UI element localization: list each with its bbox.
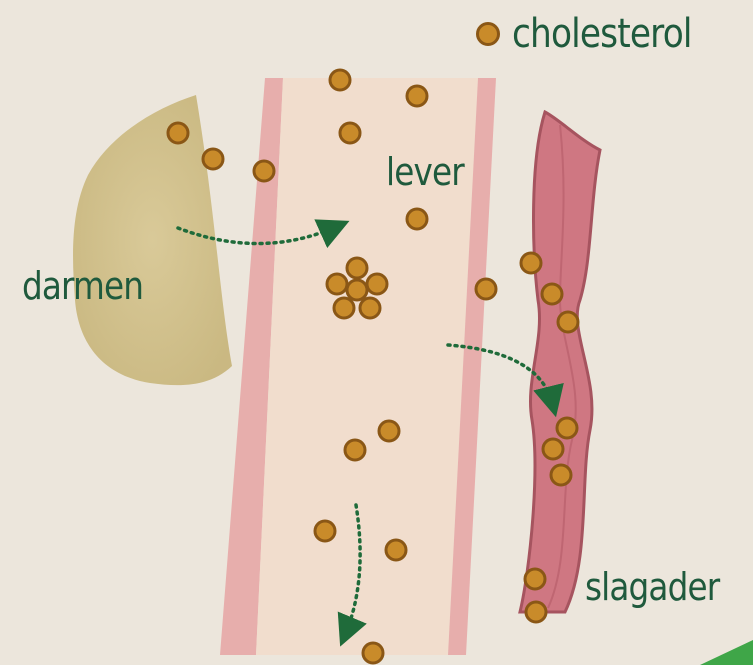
cholesterol-dot bbox=[367, 274, 387, 294]
lever-label: lever bbox=[386, 150, 464, 194]
cholesterol-dot bbox=[347, 280, 367, 300]
cholesterol-dot bbox=[407, 86, 427, 106]
cholesterol-dot bbox=[168, 123, 188, 143]
cholesterol-dot bbox=[379, 421, 399, 441]
cholesterol-dot bbox=[542, 284, 562, 304]
legend-label: cholesterol bbox=[512, 11, 692, 57]
cholesterol-dot bbox=[254, 161, 274, 181]
cholesterol-dot bbox=[330, 70, 350, 90]
cholesterol-dot-icon bbox=[476, 22, 500, 46]
cholesterol-dot bbox=[360, 298, 380, 318]
cholesterol-dot bbox=[557, 418, 577, 438]
cholesterol-dot bbox=[340, 123, 360, 143]
cholesterol-dot bbox=[386, 540, 406, 560]
cholesterol-dot bbox=[551, 465, 571, 485]
cholesterol-dot bbox=[363, 643, 383, 663]
cholesterol-dot bbox=[476, 279, 496, 299]
cholesterol-dot bbox=[521, 253, 541, 273]
cholesterol-dot bbox=[203, 149, 223, 169]
slagader-label: slagader bbox=[585, 565, 719, 609]
cholesterol-dot bbox=[543, 439, 563, 459]
cholesterol-dot bbox=[334, 298, 354, 318]
corner-accent bbox=[700, 640, 753, 665]
artery-shape bbox=[520, 112, 600, 612]
cholesterol-dot bbox=[345, 440, 365, 460]
cholesterol-dot bbox=[315, 521, 335, 541]
darmen-label: darmen bbox=[22, 264, 143, 308]
cholesterol-dot bbox=[526, 602, 546, 622]
cholesterol-dot bbox=[347, 258, 367, 278]
legend: cholesterol bbox=[476, 8, 721, 60]
cholesterol-dot bbox=[525, 569, 545, 589]
cholesterol-dot bbox=[327, 274, 347, 294]
cholesterol-dot bbox=[407, 209, 427, 229]
cholesterol-dot bbox=[558, 312, 578, 332]
intestine-shape bbox=[73, 95, 232, 385]
